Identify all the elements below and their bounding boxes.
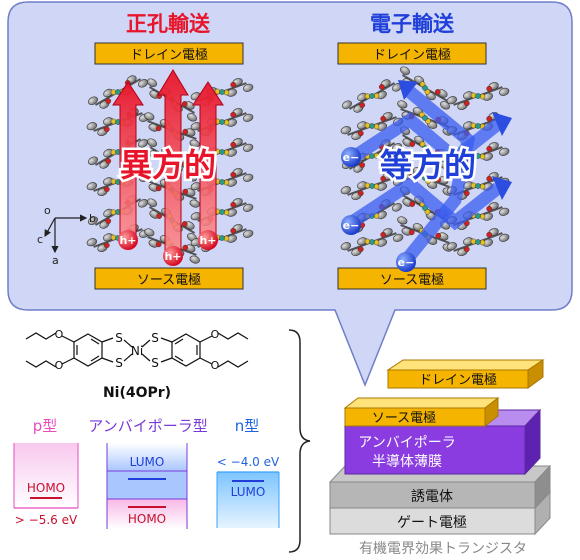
- drain-electrode-block: ドレイン電極: [386, 359, 545, 389]
- electron-transport-arrows: [348, 80, 512, 263]
- hole-source-label: ソース電極: [137, 272, 201, 288]
- p-homo-label: HOMO: [27, 481, 65, 495]
- ambipolar-type-label: アンバイポーラ型: [88, 417, 207, 435]
- ni-complex-structure: [25, 332, 249, 368]
- crystal-molecule: [400, 126, 450, 170]
- crystal-molecule: [446, 82, 510, 110]
- hole-drain-electrode: ドレイン電極: [94, 42, 244, 65]
- p-homo-value: > −5.6 eV: [15, 513, 78, 527]
- n-type-energy-box: LUMO: [216, 471, 280, 528]
- svg-text:S: S: [151, 356, 159, 370]
- molecule-name: Ni(4OPr): [103, 385, 171, 401]
- gate-label: ゲート電極: [397, 515, 467, 531]
- n-lumo-label: LUMO: [231, 485, 266, 499]
- hole-arrow-2: [157, 69, 189, 259]
- electron-drain-label: ドレイン電極: [373, 47, 451, 63]
- svg-text:e−: e−: [343, 151, 360, 164]
- svg-text:O: O: [211, 359, 220, 372]
- svg-text:h+: h+: [199, 234, 216, 247]
- hole-carrier-3: h+: [198, 230, 218, 250]
- svg-text:S: S: [115, 331, 123, 345]
- semiconductor-label-line2: 半導体薄膜: [372, 454, 442, 470]
- hole-transport-arrows: [112, 69, 224, 259]
- electron-arrow-1: [348, 111, 503, 167]
- axis-c: c: [37, 233, 43, 246]
- svg-text:Ni: Ni: [131, 344, 143, 358]
- ambipolar-energy-box: LUMO HOMO: [106, 443, 188, 529]
- device-drain-label: ドレイン電極: [419, 372, 497, 388]
- svg-text:h+: h+: [119, 234, 136, 247]
- hole-carrier-2: h+: [163, 246, 183, 266]
- axis-o: o: [44, 204, 51, 217]
- svg-text:O: O: [55, 328, 64, 341]
- ofet-device: ゲート電極 誘電体 アンバイポーラ 半導体薄膜 ドレイン電極: [328, 359, 552, 536]
- semiconductor-label-line1: アンバイポーラ: [358, 435, 455, 451]
- ambipolar-lumo-label: LUMO: [130, 455, 165, 469]
- hole-transport-title: 正孔輸送: [126, 12, 211, 36]
- electron-drain-electrode: ドレイン電極: [337, 42, 487, 65]
- source-electrode-block: ソース電極: [343, 396, 500, 428]
- electron-carrier-1: e−: [341, 147, 361, 167]
- crystal-molecule: [400, 186, 450, 230]
- crystal-molecule: [190, 138, 254, 166]
- crystal-molecule: [340, 172, 404, 200]
- device-caption: 有機電界効果トランジスタ: [359, 541, 527, 557]
- axis-b: b: [89, 212, 96, 225]
- svg-text:e−: e−: [343, 219, 360, 232]
- crystal-molecule: [397, 160, 453, 196]
- svg-text:O: O: [55, 359, 64, 372]
- svg-text:S: S: [151, 331, 159, 345]
- crystal-molecule: [400, 66, 450, 110]
- electron-arrow-3: [402, 86, 476, 263]
- hole-source-electrode: ソース電極: [94, 267, 244, 290]
- n-lumo-value: < −4.0 eV: [217, 455, 280, 469]
- electron-source-electrode: ソース電極: [337, 267, 487, 290]
- svg-text:S: S: [115, 356, 123, 370]
- hole-carrier-1: h+: [118, 230, 138, 250]
- crystal-molecule: [446, 228, 510, 256]
- dielectric-label: 誘電体: [411, 489, 453, 505]
- svg-text:O: O: [211, 328, 220, 341]
- electron-transport-title: 電子輸送: [370, 12, 455, 36]
- crystal-molecule: [342, 79, 402, 113]
- curly-brace: [288, 329, 311, 553]
- crystal-molecule: [340, 228, 404, 256]
- n-type-label: n型: [235, 417, 260, 435]
- electron-source-label: ソース電極: [380, 272, 444, 288]
- electron-carrier-2: e−: [341, 215, 361, 235]
- crystal-axes: o b c a: [37, 204, 96, 267]
- hole-arrow-1: [112, 81, 144, 243]
- anisotropic-label: 異方的: [120, 146, 216, 184]
- hole-drain-label: ドレイン電極: [130, 47, 208, 63]
- hole-arrow-3: [192, 81, 224, 243]
- svg-text:h+: h+: [164, 250, 181, 263]
- device-source-label: ソース電極: [372, 410, 436, 426]
- axis-a: a: [52, 254, 59, 267]
- ambipolar-homo-label: HOMO: [128, 512, 166, 526]
- isotropic-label: 等方的: [380, 146, 476, 184]
- p-type-label: p型: [33, 417, 58, 435]
- electron-arrow-2: [348, 175, 503, 231]
- p-type-energy-box: HOMO: [13, 443, 79, 509]
- crystal-molecule: [340, 112, 404, 140]
- electron-carrier-3: e−: [396, 252, 416, 272]
- molecule-atom-labels: S S S S Ni O O O O: [55, 328, 220, 372]
- svg-text:e−: e−: [398, 256, 415, 269]
